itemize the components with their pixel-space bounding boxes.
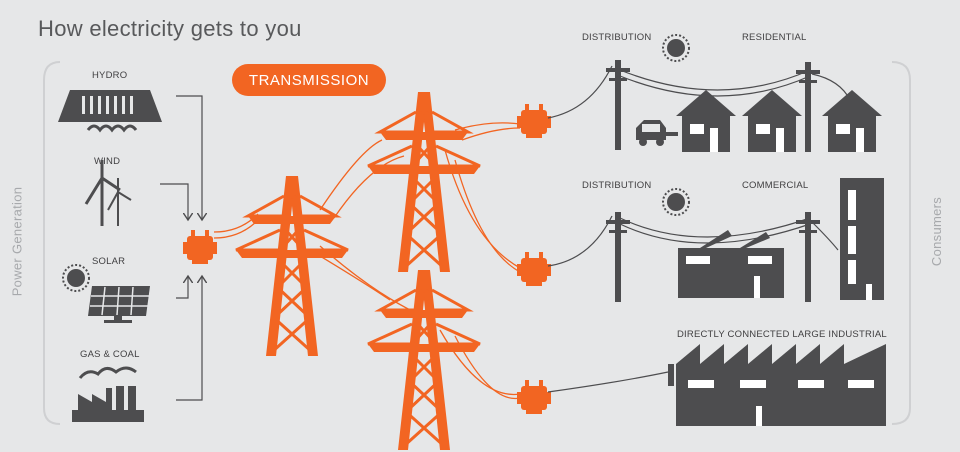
commercial-scene (606, 178, 884, 302)
residential-scene (606, 34, 882, 152)
wind-icon (84, 160, 132, 226)
left-bracket (43, 61, 61, 425)
industrial-label: DIRECTLY CONNECTED LARGE INDUSTRIAL (677, 329, 887, 340)
gas-coal-icon (72, 366, 144, 422)
gas-coal-label: GAS & COAL (80, 349, 140, 360)
solar-icon (62, 264, 150, 323)
transmission-tower-left (234, 174, 350, 358)
residential-label: RESIDENTIAL (742, 32, 807, 43)
page-title: How electricity gets to you (38, 16, 302, 41)
transformer-commercial (517, 252, 551, 286)
solar-label: SOLAR (92, 256, 126, 267)
wind-label: WIND (94, 156, 121, 167)
transformer-generation (183, 230, 217, 264)
generation-arrows (160, 95, 202, 401)
hydro-icon (58, 90, 162, 133)
right-bracket (891, 61, 911, 425)
transmission-badge: TRANSMISSION (232, 64, 386, 96)
industrial-scene (668, 344, 886, 426)
commercial-label: COMMERCIAL (742, 180, 809, 191)
hydro-label: HYDRO (92, 70, 128, 81)
distribution-label-top: DISTRIBUTION (582, 32, 652, 43)
car-icon (636, 120, 666, 146)
transmission-tower-top (366, 90, 482, 274)
transformer-residential (517, 104, 551, 138)
transformer-industrial (517, 380, 551, 414)
distribution-label-mid: DISTRIBUTION (582, 180, 652, 191)
